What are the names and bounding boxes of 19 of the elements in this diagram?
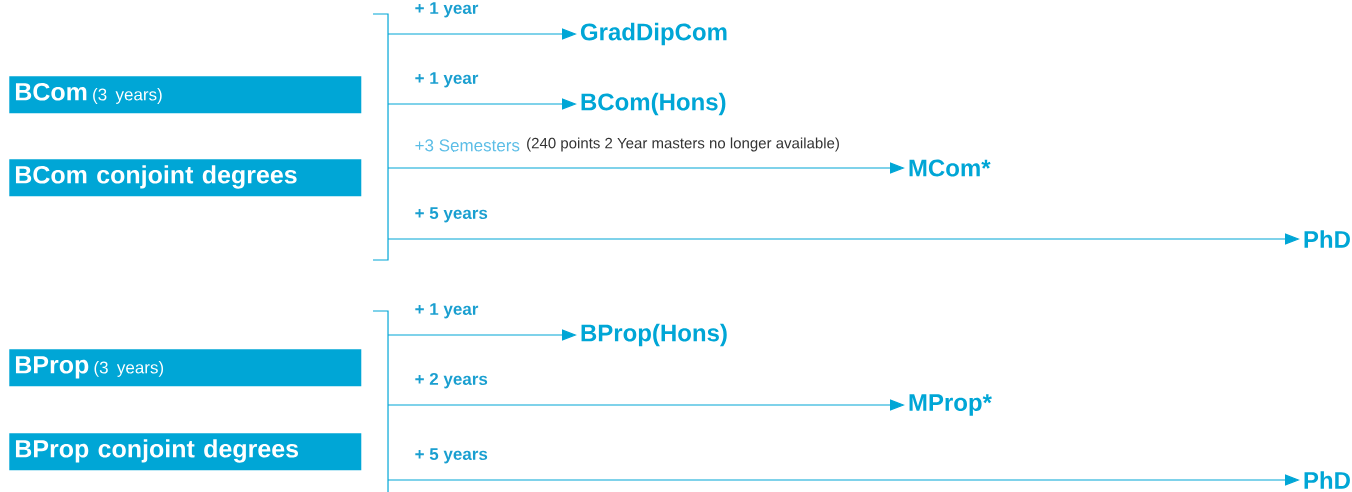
- degree-name: PhD: [1304, 471, 1350, 489]
- edge-label: +3 Semesters: [415, 139, 520, 152]
- degree-box: BCom (3 years): [9, 76, 362, 114]
- degree-name: BProp(Hons): [581, 323, 727, 347]
- edge-label: + 1 year: [415, 303, 479, 319]
- degree-name: MProp*: [909, 394, 992, 416]
- edge-label: + 5 years: [415, 207, 488, 223]
- degree-name: BCom(Hons): [581, 92, 726, 116]
- degree-box: BProp (3 years): [9, 349, 362, 387]
- note-text: (240 points 2 Year masters no longer available): [527, 137, 839, 152]
- edge-label: + 1 year: [415, 2, 479, 18]
- edge-label: + 2 years: [415, 373, 488, 389]
- degree-box: BProp conjoint degrees: [9, 433, 362, 471]
- degree-name: PhD: [1304, 230, 1350, 248]
- edge-label: + 1 year: [415, 72, 479, 88]
- degree-name: GradDipCom: [580, 22, 727, 46]
- edge-label: + 5 years: [415, 448, 488, 464]
- degree-name: MCom*: [909, 159, 991, 177]
- degree-box: BCom conjoint degrees: [9, 159, 362, 197]
